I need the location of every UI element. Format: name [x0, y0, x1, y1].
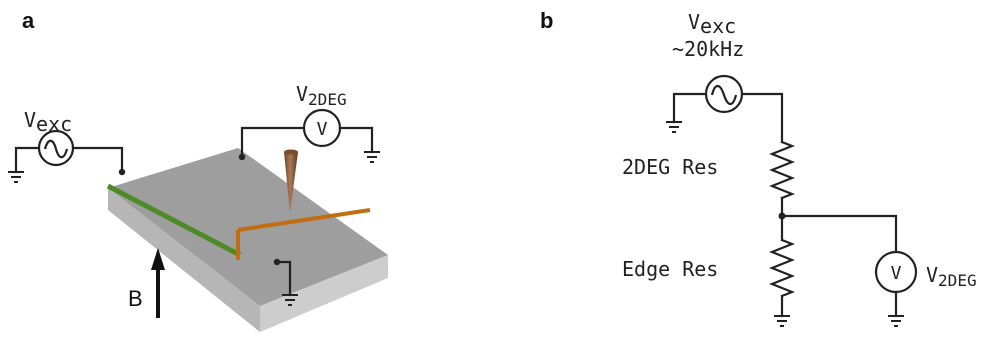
excitation-source-a: Vexc: [8, 108, 126, 183]
voltmeter-2deg-a: V V2DEG: [238, 82, 380, 163]
ground-icon: [364, 151, 380, 163]
voltmeter-2deg-b: V V2DEG: [874, 250, 977, 327]
vexc-label-b: Vexc: [688, 10, 736, 38]
excitation-source-b: [666, 74, 784, 144]
contact-source: [118, 168, 126, 176]
gate-stripe-top: [237, 208, 371, 232]
frequency-label: ~20kHz: [672, 37, 744, 61]
field-label: B: [128, 286, 143, 311]
edge-contact-ground: [273, 258, 298, 306]
resistor-2deg: [769, 140, 795, 200]
probe-tip-top: [284, 149, 298, 155]
probe-tip: [284, 152, 298, 213]
resistor-edge: [769, 238, 795, 298]
vexc-label-a: Vexc: [24, 108, 72, 136]
edge-channel-stripe: [106, 183, 242, 258]
resistor-edge-label: Edge Res: [622, 257, 718, 281]
v2deg-label-a: V2DEG: [296, 82, 347, 109]
sine-wave-icon: [710, 84, 738, 106]
sine-wave-icon: [43, 139, 69, 159]
voltmeter-v-a: V: [317, 119, 328, 140]
panel-b-label: b: [540, 8, 553, 33]
panel-a: a Vexc: [8, 8, 388, 332]
ground-icon: [282, 294, 298, 306]
arrow-up-icon: [151, 248, 165, 270]
ground-icon: [8, 171, 24, 183]
contact-2deg: [238, 153, 246, 161]
slab-front-face: [108, 188, 260, 332]
panel-a-label: a: [22, 8, 35, 33]
voltmeter-v-b: V: [891, 263, 902, 284]
ground-icon: [666, 121, 682, 133]
ground-icon: [888, 315, 904, 327]
v2deg-label-b: V2DEG: [926, 263, 977, 290]
panel-b: b Vexc ~20kHz 2DEG Res Edge Res: [540, 8, 977, 327]
ground-icon: [774, 315, 790, 327]
magnetic-field-arrow: B: [128, 248, 165, 318]
slab-right-face: [260, 255, 388, 332]
device-slab: [106, 148, 388, 332]
resistor-2deg-label: 2DEG Res: [622, 155, 718, 179]
